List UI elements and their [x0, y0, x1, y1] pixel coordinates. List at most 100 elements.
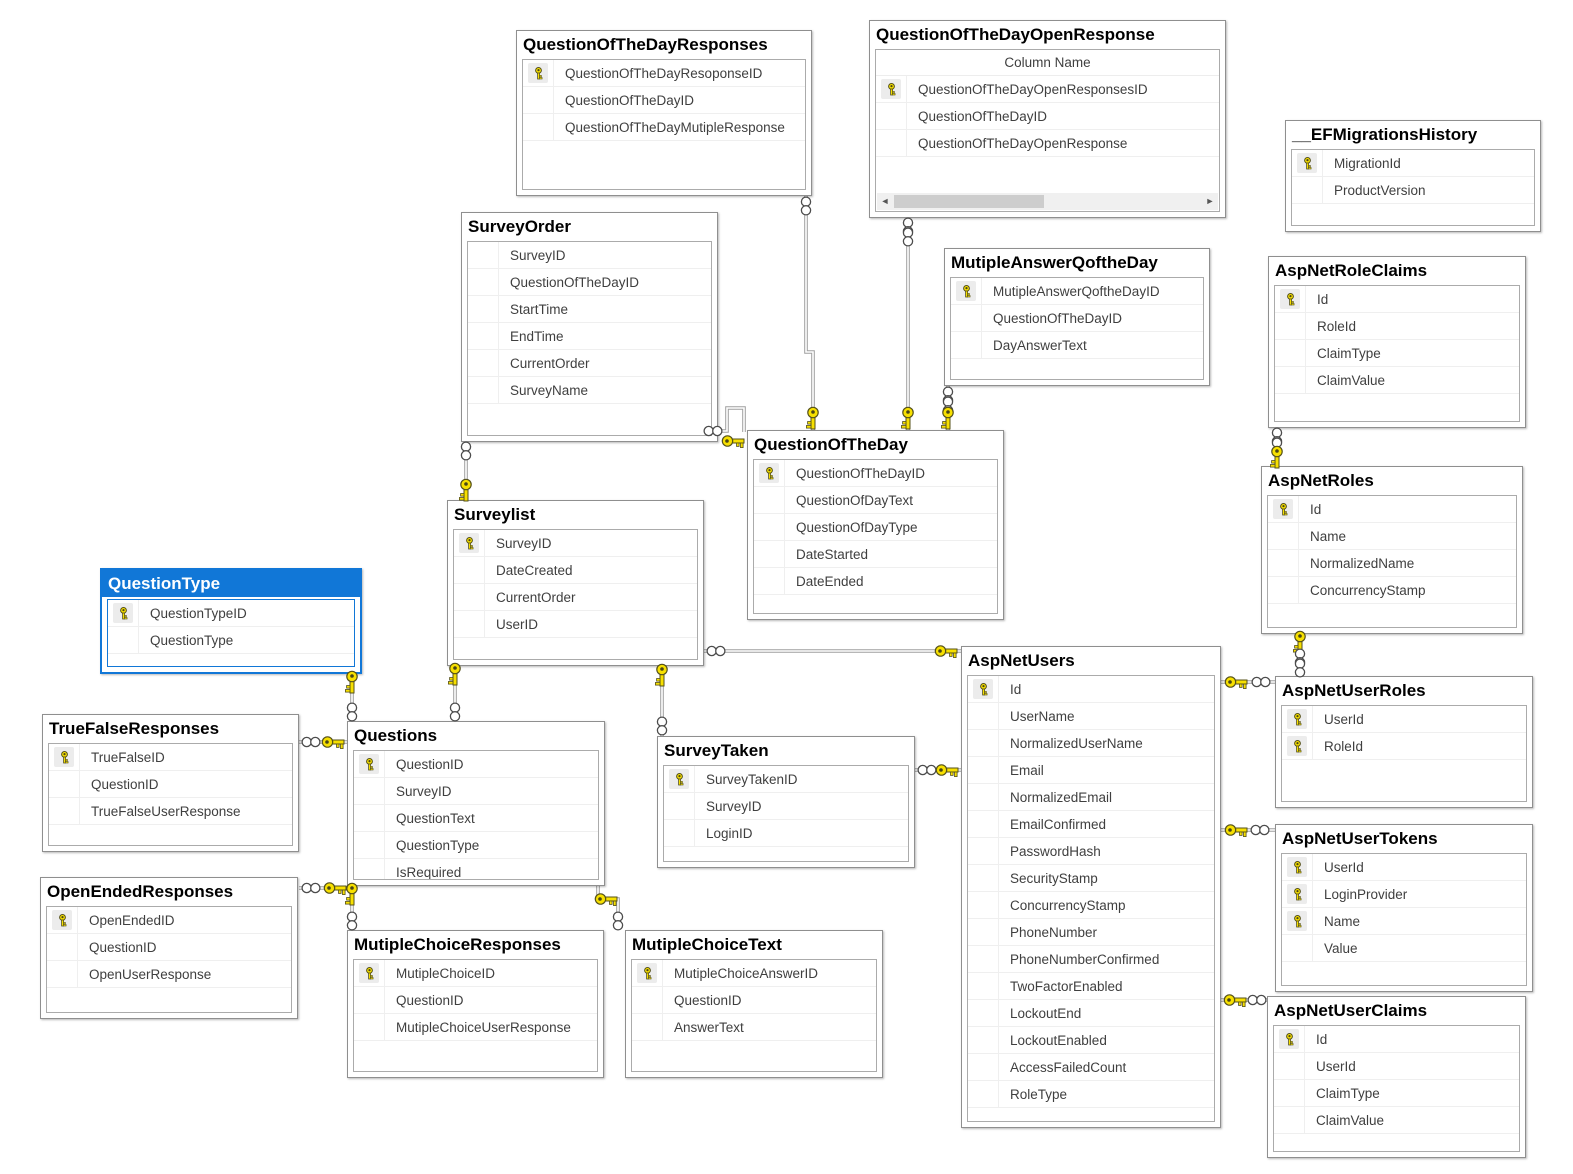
- column-row[interactable]: QuestionOfTheDayResoponseID: [523, 60, 805, 87]
- column-row[interactable]: NormalizedUserName: [968, 730, 1214, 757]
- column-row[interactable]: ConcurrencyStamp: [1268, 577, 1516, 604]
- column-row[interactable]: UserID: [454, 611, 697, 638]
- scroll-right-arrow-icon[interactable]: ►: [1205, 196, 1215, 206]
- column-row[interactable]: Value: [1282, 935, 1526, 962]
- column-row[interactable]: TwoFactorEnabled: [968, 973, 1214, 1000]
- column-row[interactable]: QuestionOfTheDayID: [754, 460, 997, 487]
- column-row[interactable]: QuestionType: [354, 832, 598, 859]
- column-row[interactable]: UserName: [968, 703, 1214, 730]
- column-row[interactable]: QuestionOfTheDayOpenResponse: [876, 130, 1219, 157]
- column-row[interactable]: NormalizedName: [1268, 550, 1516, 577]
- column-row[interactable]: QuestionTypeID: [108, 600, 354, 627]
- relationship-connector[interactable]: [596, 886, 620, 930]
- column-row[interactable]: IsRequired: [354, 859, 598, 879]
- relationship-connector[interactable]: [804, 196, 815, 430]
- column-row[interactable]: QuestionOfTheDayMutipleResponse: [523, 114, 805, 141]
- column-row[interactable]: SurveyName: [468, 377, 711, 404]
- column-row[interactable]: MutipleChoiceID: [354, 960, 597, 987]
- column-row[interactable]: QuestionType: [108, 627, 354, 654]
- column-row[interactable]: QuestionID: [354, 751, 598, 778]
- column-row[interactable]: MutipleChoiceUserResponse: [354, 1014, 597, 1041]
- table-title[interactable]: AspNetUserRoles: [1276, 677, 1532, 704]
- column-row[interactable]: QuestionText: [354, 805, 598, 832]
- column-row[interactable]: QuestionOfDayType: [754, 514, 997, 541]
- scroll-left-arrow-icon[interactable]: ◄: [880, 196, 890, 206]
- column-row[interactable]: DateEnded: [754, 568, 997, 595]
- column-row[interactable]: QuestionOfTheDayID: [468, 269, 711, 296]
- column-row[interactable]: LoginProvider: [1282, 881, 1526, 908]
- column-row[interactable]: QuestionOfTheDayOpenResponsesID: [876, 76, 1219, 103]
- column-row[interactable]: RoleId: [1275, 313, 1519, 340]
- table-title[interactable]: AspNetRoleClaims: [1269, 257, 1525, 284]
- column-row[interactable]: QuestionOfDayText: [754, 487, 997, 514]
- table-title[interactable]: QuestionOfTheDay: [748, 431, 1003, 458]
- table-title[interactable]: Surveylist: [448, 501, 703, 528]
- column-row[interactable]: DateStarted: [754, 541, 997, 568]
- column-row[interactable]: Id: [1274, 1026, 1519, 1053]
- column-row[interactable]: UserId: [1274, 1053, 1519, 1080]
- horizontal-scrollbar[interactable]: ◄►: [877, 193, 1218, 210]
- column-row[interactable]: AnswerText: [632, 1014, 876, 1041]
- column-row[interactable]: LoginID: [664, 820, 908, 847]
- column-row[interactable]: TrueFalseID: [49, 744, 292, 771]
- column-row[interactable]: AccessFailedCount: [968, 1054, 1214, 1081]
- column-row[interactable]: QuestionOfTheDayID: [951, 305, 1203, 332]
- column-row[interactable]: CurrentOrder: [468, 350, 711, 377]
- column-row[interactable]: ProductVersion: [1292, 177, 1534, 204]
- column-row[interactable]: DateCreated: [454, 557, 697, 584]
- table-title[interactable]: TrueFalseResponses: [43, 715, 298, 742]
- column-row[interactable]: SurveyID: [468, 242, 711, 269]
- table-title[interactable]: MutipleChoiceText: [626, 931, 882, 958]
- column-row[interactable]: Name: [1268, 523, 1516, 550]
- column-row[interactable]: MutipleAnswerQoftheDayID: [951, 278, 1203, 305]
- column-row[interactable]: PhoneNumber: [968, 919, 1214, 946]
- column-row[interactable]: QuestionID: [49, 771, 292, 798]
- table-title[interactable]: MutipleAnswerQoftheDay: [945, 249, 1209, 276]
- column-row[interactable]: MigrationId: [1292, 150, 1534, 177]
- column-row[interactable]: StartTime: [468, 296, 711, 323]
- column-row[interactable]: NormalizedEmail: [968, 784, 1214, 811]
- column-row[interactable]: LockoutEnabled: [968, 1027, 1214, 1054]
- column-row[interactable]: QuestionID: [354, 987, 597, 1014]
- column-row[interactable]: Id: [1275, 286, 1519, 313]
- column-row[interactable]: SurveyTakenID: [664, 766, 908, 793]
- column-row[interactable]: Id: [1268, 496, 1516, 523]
- column-row[interactable]: SurveyID: [664, 793, 908, 820]
- column-row[interactable]: ClaimType: [1274, 1080, 1519, 1107]
- table-title[interactable]: MutipleChoiceResponses: [348, 931, 603, 958]
- column-row[interactable]: RoleId: [1282, 733, 1526, 760]
- scrollbar-thumb[interactable]: [894, 195, 1045, 208]
- column-row[interactable]: Id: [968, 676, 1214, 703]
- column-row[interactable]: TrueFalseUserResponse: [49, 798, 292, 825]
- table-title[interactable]: AspNetUserClaims: [1268, 997, 1525, 1024]
- table-title[interactable]: OpenEndedResponses: [41, 878, 297, 905]
- column-row[interactable]: DayAnswerText: [951, 332, 1203, 359]
- column-row[interactable]: ClaimValue: [1274, 1107, 1519, 1134]
- table-title[interactable]: AspNetRoles: [1262, 467, 1522, 494]
- column-row[interactable]: QuestionID: [632, 987, 876, 1014]
- column-row[interactable]: CurrentOrder: [454, 584, 697, 611]
- table-title[interactable]: SurveyOrder: [462, 213, 717, 240]
- table-title[interactable]: QuestionType: [102, 570, 360, 597]
- table-title[interactable]: QuestionOfTheDayResponses: [517, 31, 811, 58]
